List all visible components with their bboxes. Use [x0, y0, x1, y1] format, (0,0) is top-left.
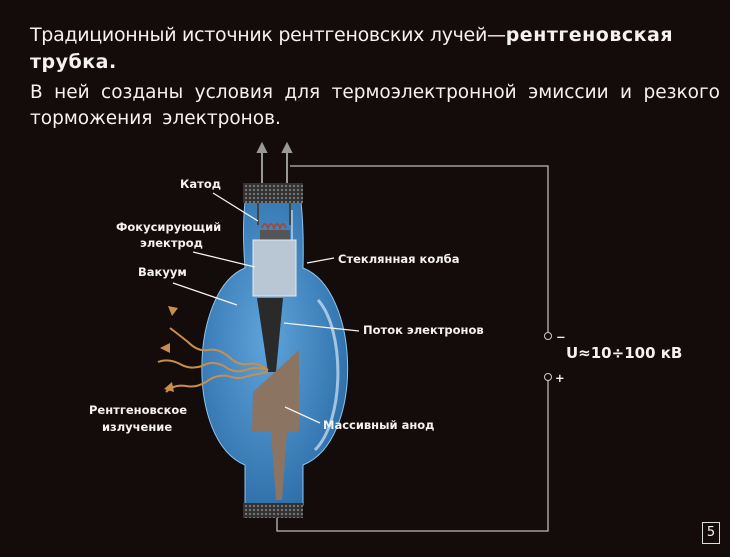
cathode-filament	[257, 203, 291, 231]
label-xray-2: излучение	[102, 420, 172, 434]
voltage-label: U≈10÷100 кВ	[566, 344, 682, 362]
slide-subtitle: В ней созданы условия для термоэлектронн…	[30, 82, 720, 129]
plus-sign: +	[555, 371, 565, 385]
circuit-wires	[276, 165, 549, 532]
label-vacuum: Вакуум	[138, 265, 187, 279]
anode-stem	[271, 432, 287, 500]
top-cap	[243, 183, 303, 203]
leader-lines	[172, 192, 360, 424]
focusing-electrode	[252, 239, 297, 297]
label-anode: Массивный анод	[323, 418, 434, 432]
cathode-holder	[260, 230, 290, 240]
heading-regular: Традиционный источник рентгеновских луче…	[30, 24, 506, 46]
label-xray-1: Рентгеновское	[89, 403, 187, 417]
xray-arrowheads	[160, 306, 178, 392]
slide-heading: Традиционный источник рентгеновских луче…	[30, 22, 720, 76]
minus-sign: −	[556, 330, 566, 344]
minus-terminal	[544, 332, 552, 340]
glass-highlight	[313, 298, 340, 452]
heading-bold: рентгеновская трубка.	[30, 24, 674, 73]
xray-rays	[157, 327, 269, 393]
label-focusing-electrode-1: Фокусирующий	[116, 220, 221, 234]
anode-target	[252, 350, 299, 432]
label-glass-bulb: Стеклянная колба	[338, 252, 459, 266]
label-electron-flow: Поток электронов	[363, 323, 484, 337]
electron-beam	[257, 298, 283, 372]
label-cathode: Катод	[180, 177, 221, 191]
pin-arrows	[256, 141, 293, 185]
page-number: 5	[702, 522, 720, 544]
label-focusing-electrode-2: электрод	[140, 236, 203, 250]
bottom-cap	[243, 503, 303, 518]
plus-terminal	[544, 373, 552, 381]
